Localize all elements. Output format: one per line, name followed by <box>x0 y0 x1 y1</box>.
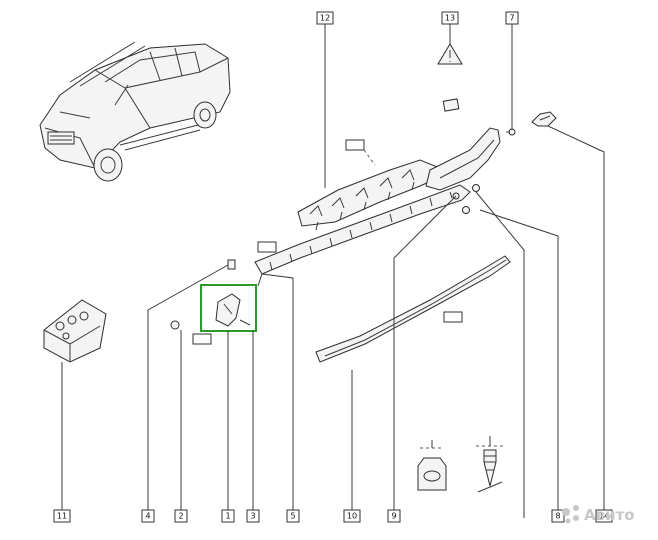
avito-logo-icon <box>562 505 579 524</box>
svg-text:3: 3 <box>250 512 255 521</box>
warning-group <box>437 43 463 112</box>
svg-text:11: 11 <box>57 512 67 521</box>
svg-text:12: 12 <box>320 14 330 23</box>
callout-8: 8 <box>551 509 565 523</box>
callout-11: 11 <box>53 509 71 523</box>
clip-part-14 <box>531 111 557 127</box>
callout-7: 7 <box>505 11 519 25</box>
svg-text:1: 1 <box>225 512 230 521</box>
callout-13: 13 <box>441 11 459 25</box>
svg-text:8: 8 <box>555 512 560 521</box>
leader-lines <box>61 24 605 518</box>
highlighted-bracket-part-1 <box>192 284 257 345</box>
marker-tag-icon <box>442 98 460 112</box>
trim-strip-part <box>315 255 511 363</box>
callout-4: 4 <box>141 509 155 523</box>
sill-rail-part <box>254 184 471 287</box>
callout-14: 14 <box>595 509 613 523</box>
svg-text:14: 14 <box>599 512 609 521</box>
svg-text:2: 2 <box>178 512 183 521</box>
callout-3: 3 <box>246 509 260 523</box>
sill-cover-part <box>425 127 501 191</box>
svg-text:13: 13 <box>445 14 455 23</box>
callout-1: 1 <box>221 509 235 523</box>
svg-text:4: 4 <box>145 512 150 521</box>
watermark-text: Авито <box>584 506 635 524</box>
callout-2: 2 <box>174 509 188 523</box>
callout-9: 9 <box>387 509 401 523</box>
callout-12: 12 <box>316 11 334 25</box>
upper-bracket-part <box>297 139 441 231</box>
svg-text:7: 7 <box>509 14 514 23</box>
watermark: Авито <box>562 505 635 524</box>
clip-parts-2-4 <box>170 259 236 330</box>
svg-text:9: 9 <box>391 512 396 521</box>
fastener-box-part-11 <box>43 299 107 363</box>
fastener-detail-icon <box>417 436 504 493</box>
svg-text:5: 5 <box>290 512 295 521</box>
callout-10: 10 <box>343 509 361 523</box>
callout-5: 5 <box>286 509 300 523</box>
screw-parts <box>452 128 516 214</box>
vehicle-illustration <box>39 41 231 182</box>
svg-text:10: 10 <box>347 512 357 521</box>
